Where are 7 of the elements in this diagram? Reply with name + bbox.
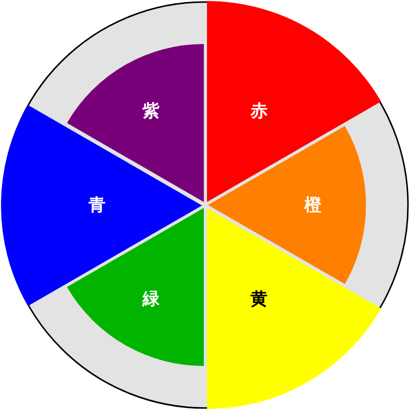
color-name: 黄 xyxy=(250,288,268,310)
color-name: 橙 xyxy=(304,194,322,216)
color-name: 紫 xyxy=(142,100,160,123)
color-name: 緑 xyxy=(142,288,160,310)
color-name: 青 xyxy=(88,194,106,216)
color-sector xyxy=(208,126,366,284)
color-name: 赤 xyxy=(250,100,268,123)
